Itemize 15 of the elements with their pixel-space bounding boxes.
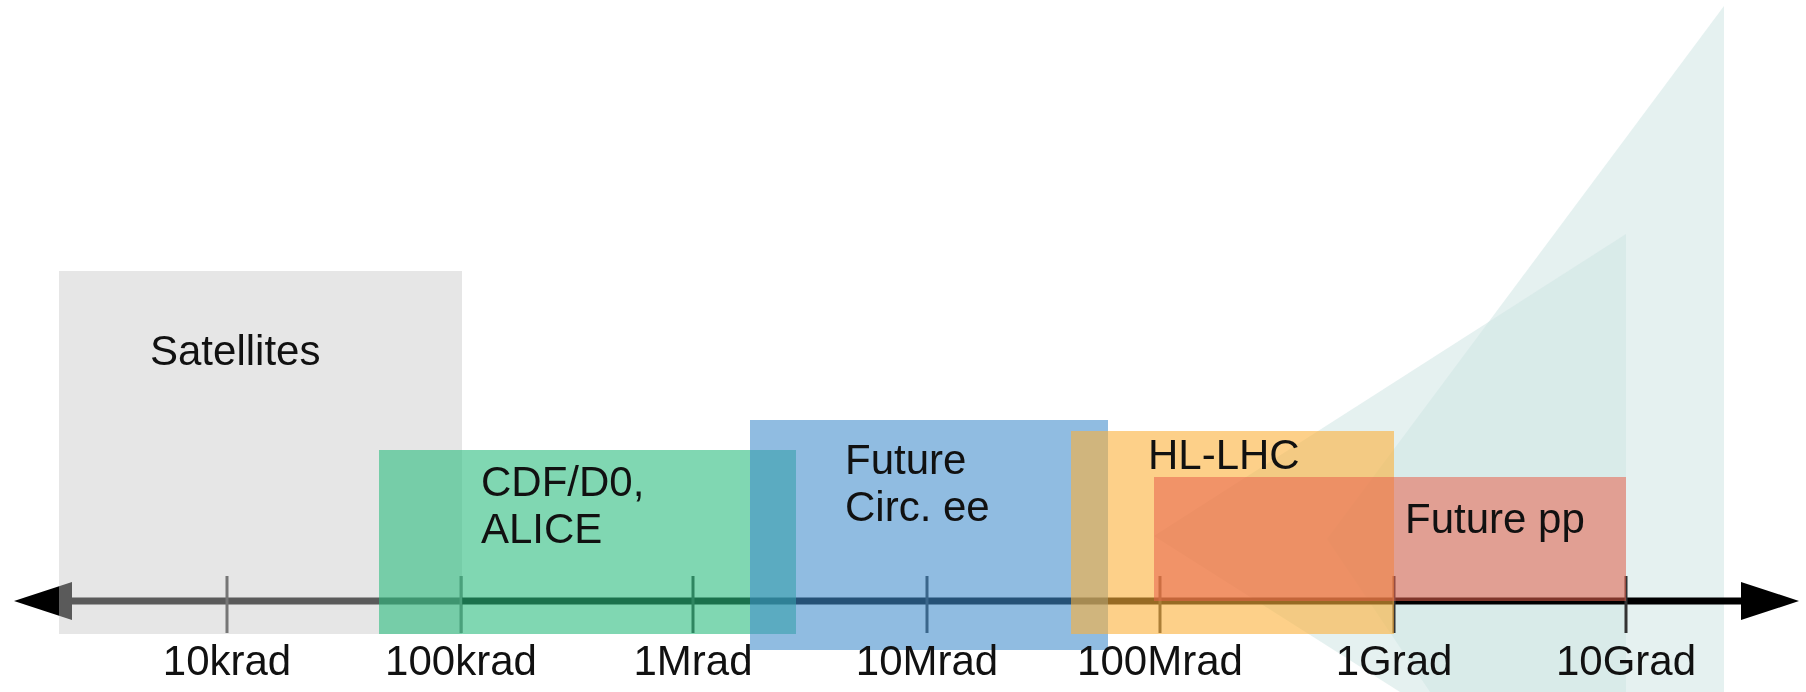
range-label: CDF/D0, ALICE [481, 458, 646, 553]
range-label: Future Circ. ee [845, 436, 991, 531]
tick-label: 100krad [385, 640, 537, 682]
range-box [59, 271, 462, 634]
range-label: Future pp [1405, 495, 1585, 543]
tick-label: 10Mrad [855, 640, 999, 682]
tick-label: 1Mrad [633, 640, 753, 682]
tick-label: 10krad [162, 640, 292, 682]
range-box [1154, 477, 1626, 601]
range-box [1071, 431, 1394, 634]
range-label: HL-LHC [1148, 431, 1300, 479]
tick-label: 1Grad [1335, 640, 1453, 682]
tick-label: 100Mrad [1077, 640, 1243, 682]
range-label: Satellites [150, 327, 321, 375]
tick-label: 10Grad [1555, 640, 1697, 682]
